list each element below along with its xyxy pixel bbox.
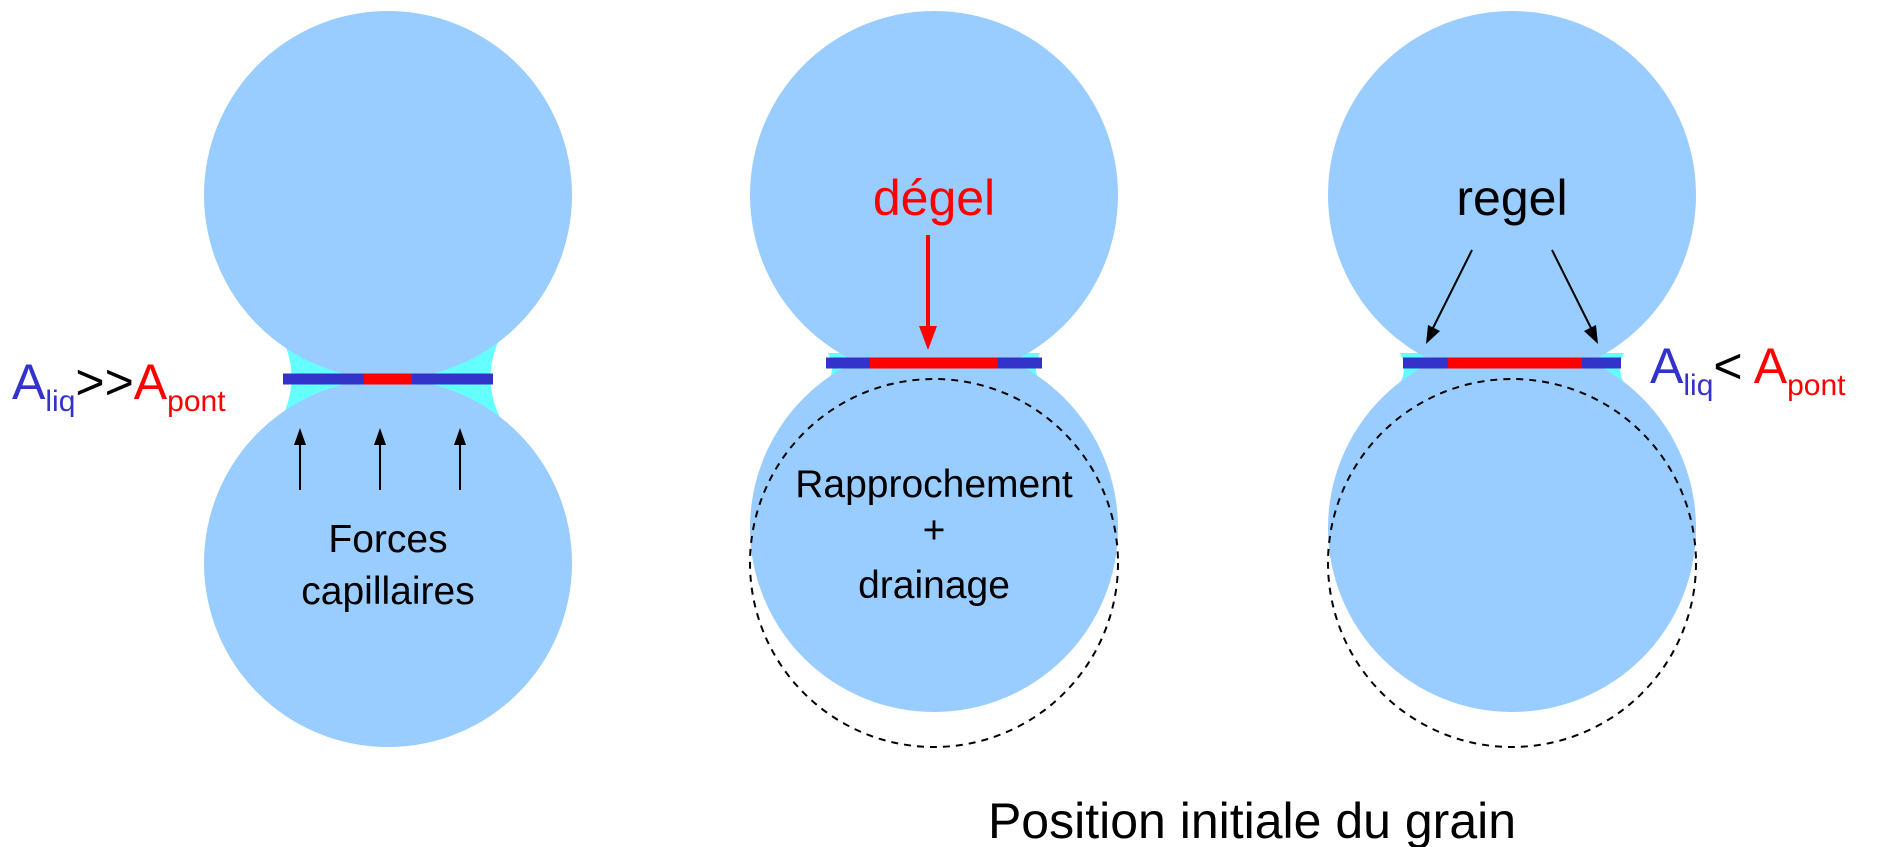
capillary-arrows: [294, 428, 466, 490]
ratio-a-sub: liq: [45, 385, 75, 418]
caption-capillaires: capillaires: [301, 570, 474, 613]
caption-rapprochement: Rapprochement: [795, 463, 1073, 506]
ratio-operator: <: [1713, 338, 1753, 394]
regel-arrow-left-shaft: [1432, 249, 1473, 329]
regel-arrow-right-shaft: [1551, 249, 1592, 329]
caption-forces: Forces: [328, 518, 447, 561]
caption-plus: +: [923, 509, 946, 552]
ratio-a-sub: liq: [1683, 369, 1713, 402]
panel-right: regel Aliq< Apont: [1327, 11, 1846, 748]
ratio-b-sub: pont: [1787, 369, 1846, 402]
degel-arrowhead: [919, 326, 937, 350]
arrowhead-2: [374, 428, 386, 445]
title-degel: dégel: [873, 170, 995, 226]
ratio-left: Aliq>>Apont: [12, 354, 226, 418]
lower-grain: [204, 379, 572, 747]
footer-caption: Position initiale du grain: [988, 793, 1516, 847]
upper-grain: [750, 11, 1118, 379]
initial-grain-position-outline: [749, 378, 1119, 748]
ratio-b-sub: pont: [167, 385, 226, 418]
arrowhead-3: [454, 428, 466, 445]
ratio-right: Aliq< Apont: [1650, 338, 1846, 402]
regel-arrowhead-left: [1426, 325, 1440, 344]
ratio-a: A: [12, 354, 46, 410]
upper-grain: [1328, 11, 1696, 379]
ratio-a: A: [1650, 338, 1684, 394]
ratio-b: A: [1754, 338, 1788, 394]
ratio-operator: >>: [75, 354, 133, 410]
initial-grain-position-outline: [1327, 378, 1697, 748]
ratio-b: A: [134, 354, 168, 410]
arrowhead-1: [294, 428, 306, 445]
regel-arrowhead-right: [1584, 325, 1598, 344]
caption-drainage: drainage: [858, 564, 1010, 607]
title-regel: regel: [1456, 170, 1567, 226]
lower-grain: [1328, 344, 1696, 712]
panel-left: Forces capillaires Aliq>>Apont: [12, 11, 572, 747]
panel-middle: dégel Rapprochement + drainage: [749, 11, 1119, 748]
upper-grain: [204, 11, 572, 379]
lower-grain: [750, 344, 1118, 712]
